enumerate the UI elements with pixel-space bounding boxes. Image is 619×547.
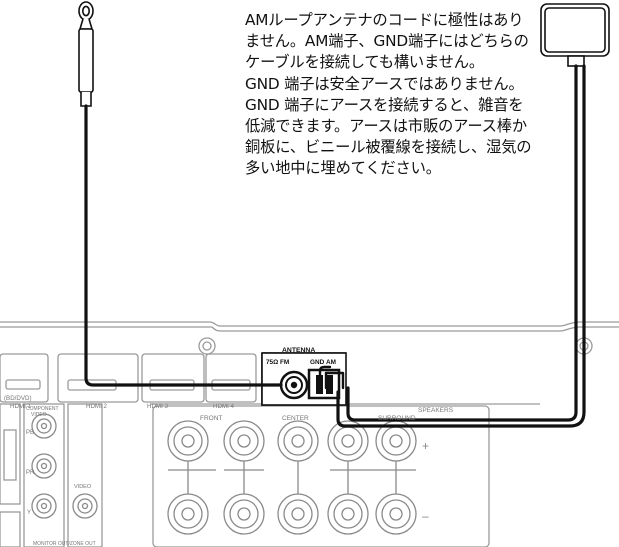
label-hdmi3: HDMI 3 xyxy=(147,403,169,410)
label-am: AM xyxy=(326,359,336,366)
label-speakers: SPEAKERS xyxy=(418,407,454,414)
am-gnd-terminal-icon xyxy=(307,368,341,400)
note-paragraph-ground: GND 端子は安全アースではありません。GND 端子にアースを接続すると、雑音を… xyxy=(245,74,532,178)
instruction-note: AMループアンテナのコードに極性はありません。AM端子、GND端子にはどちらのケ… xyxy=(245,10,535,180)
label-hdmi1: HDMI 1 xyxy=(10,403,32,410)
antenna-section xyxy=(261,352,347,406)
label-hdmi2: HDMI 2 xyxy=(86,403,108,410)
note-paragraph-polarity: AMループアンテナのコードに極性はありません。AM端子、GND端子にはどちらのケ… xyxy=(245,11,529,72)
label-monitor-out: MONITOR OUT/ZONE OUT xyxy=(33,541,96,547)
am-loop-antenna-icon xyxy=(540,3,610,67)
label-plus: + xyxy=(422,439,429,453)
label-antenna: ANTENNA xyxy=(282,347,315,354)
label-hdmi4: HDMI 4 xyxy=(213,403,235,410)
label-surround: SURROUND xyxy=(378,415,416,422)
label-fm: 75Ω FM xyxy=(266,359,289,366)
label-pr: PR xyxy=(26,470,35,476)
label-pb: PB xyxy=(26,430,34,436)
component-video-jacks xyxy=(31,413,98,519)
label-front: FRONT xyxy=(200,415,222,422)
label-center: CENTER xyxy=(282,415,309,422)
label-component-video: VIDEO xyxy=(31,412,47,418)
speaker-terminals xyxy=(167,420,417,535)
label-bd-dvd: (BD/DVD) xyxy=(4,395,32,402)
label-gnd: GND xyxy=(310,359,325,366)
label-video: VIDEO xyxy=(74,484,92,490)
label-minus: – xyxy=(422,509,429,523)
fm-antenna-icon xyxy=(78,1,94,107)
label-y: Y xyxy=(27,510,31,516)
antenna-cables xyxy=(84,64,586,428)
label-component: COMPONENT xyxy=(26,406,59,412)
